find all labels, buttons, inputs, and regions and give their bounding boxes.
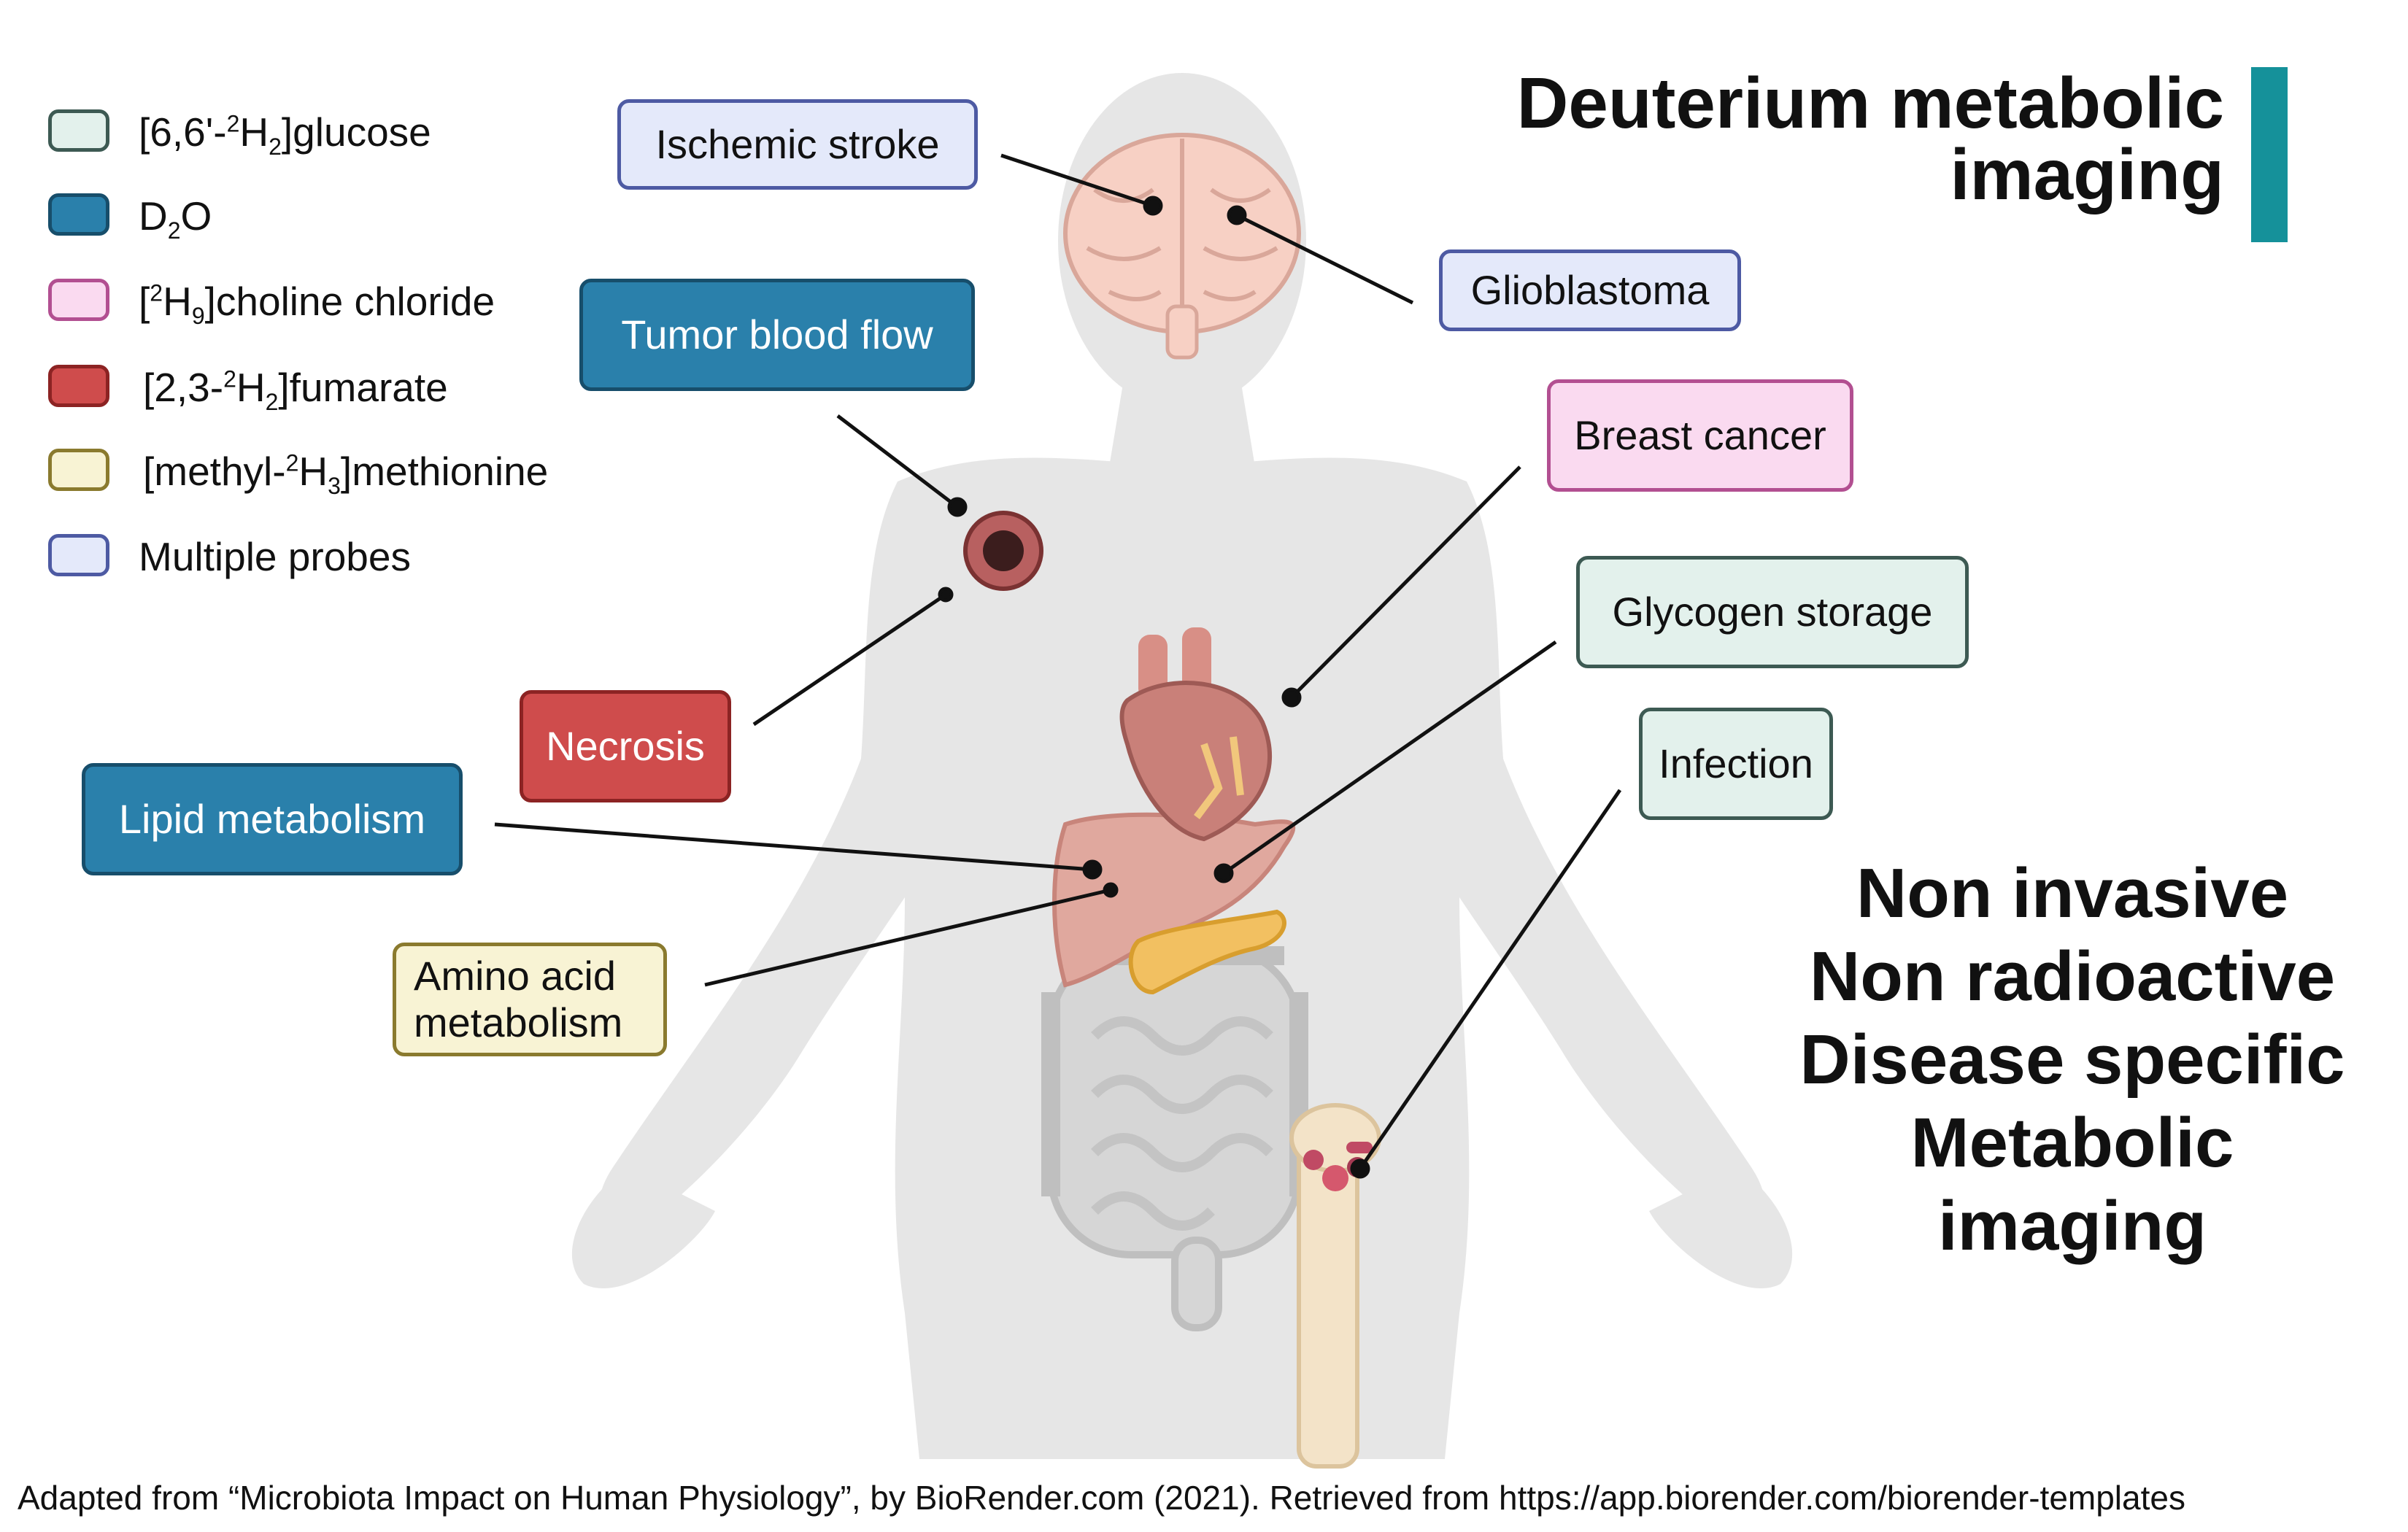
leader-line-ischemic-stroke bbox=[1000, 153, 1154, 208]
label-breast-cancer: Breast cancer bbox=[1547, 379, 1853, 492]
legend-swatch-multiple-probes bbox=[48, 534, 109, 576]
legend-item-fumarate: [2,3-2H2]fumarate bbox=[48, 365, 632, 416]
legend-item-methionine: [methyl-2H3]methionine bbox=[48, 449, 632, 500]
leader-dot-tumor-blood-flow bbox=[947, 497, 968, 517]
legend-swatch-glucose bbox=[48, 109, 109, 152]
page-title-line-2: imaging bbox=[1950, 134, 2224, 214]
legend-swatch-choline bbox=[48, 279, 109, 321]
label-glioblastoma: Glioblastoma bbox=[1439, 249, 1741, 331]
femur-bone-icon bbox=[1289, 1103, 1381, 1469]
attribution-text: Adapted from “Microbiota Impact on Human… bbox=[18, 1479, 2185, 1517]
leader-dot-lipid-metabolism bbox=[1082, 859, 1103, 880]
feature-non-invasive: Non invasive bbox=[1856, 854, 2289, 932]
label-lipid-metabolism: Lipid metabolism bbox=[82, 763, 463, 875]
leader-line-lipid-metabolism bbox=[494, 822, 1093, 872]
feature-disease-specific: Disease specific bbox=[1799, 1021, 2345, 1099]
legend-label-glucose: [6,6'-2H2]glucose bbox=[139, 109, 431, 160]
leader-dot-breast-cancer bbox=[1281, 687, 1302, 708]
leader-line-infection bbox=[1358, 789, 1622, 1170]
label-amino-acid-metabolism: Amino acid metabolism bbox=[393, 943, 667, 1056]
page-title-line-1: Deuterium metabolic bbox=[1516, 63, 2224, 143]
label-tumor-blood-flow: Tumor blood flow bbox=[579, 279, 975, 391]
leader-line-glioblastoma bbox=[1235, 213, 1414, 305]
leader-line-tumor-blood-flow bbox=[836, 414, 959, 508]
heart-icon bbox=[1119, 627, 1272, 842]
leader-dot-necrosis bbox=[938, 587, 954, 603]
leader-line-amino-acid-metabolism bbox=[704, 888, 1111, 987]
legend-item-choline: [2H9]choline chloride bbox=[48, 279, 632, 330]
label-infection: Infection bbox=[1639, 708, 1833, 820]
legend-swatch-d2o bbox=[48, 193, 109, 236]
brain-icon bbox=[1063, 133, 1301, 360]
legend-label-multiple-probes: Multiple probes bbox=[139, 534, 411, 579]
label-amino-acid-line-1: Amino acid bbox=[414, 953, 617, 999]
legend-item-glucose: [6,6'-2H2]glucose bbox=[48, 109, 632, 160]
page-title: Deuterium metabolic imaging bbox=[1517, 67, 2224, 210]
legend-label-d2o: D2O bbox=[139, 193, 212, 244]
leader-line-glycogen-storage bbox=[1222, 640, 1557, 875]
feature-list: Non invasive Non radioactive Disease spe… bbox=[1751, 852, 2393, 1268]
leader-line-necrosis bbox=[752, 592, 947, 727]
label-glycogen-storage: Glycogen storage bbox=[1576, 556, 1969, 668]
leader-lines bbox=[494, 153, 1622, 1179]
leader-dot-amino-acid-metabolism bbox=[1103, 882, 1119, 898]
label-necrosis: Necrosis bbox=[520, 690, 731, 802]
leader-dot-glioblastoma bbox=[1227, 205, 1247, 225]
legend-item-d2o: D2O bbox=[48, 193, 632, 244]
legend-label-choline: [2H9]choline chloride bbox=[139, 279, 495, 329]
legend-swatch-fumarate bbox=[48, 365, 109, 407]
leader-dot-infection bbox=[1350, 1158, 1370, 1179]
leader-dot-ischemic-stroke bbox=[1143, 196, 1163, 216]
legend-item-multiple-probes: Multiple probes bbox=[48, 534, 632, 585]
leader-dot-glycogen-storage bbox=[1213, 863, 1234, 883]
label-amino-acid-line-2: metabolism bbox=[414, 999, 623, 1045]
leader-line-breast-cancer bbox=[1290, 465, 1521, 699]
feature-metabolic: Metabolic bbox=[1910, 1104, 2234, 1182]
label-ischemic-stroke: Ischemic stroke bbox=[617, 99, 978, 190]
pancreas-icon bbox=[1128, 909, 1286, 995]
legend-label-methionine: [methyl-2H3]methionine bbox=[143, 449, 549, 499]
title-accent-bar bbox=[2251, 67, 2288, 242]
legend-swatch-methionine bbox=[48, 449, 109, 491]
feature-imaging: imaging bbox=[1937, 1187, 2207, 1265]
feature-non-radioactive: Non radioactive bbox=[1809, 937, 2336, 1015]
legend-label-fumarate: [2,3-2H2]fumarate bbox=[143, 365, 448, 415]
tumor-icon bbox=[963, 511, 1043, 591]
